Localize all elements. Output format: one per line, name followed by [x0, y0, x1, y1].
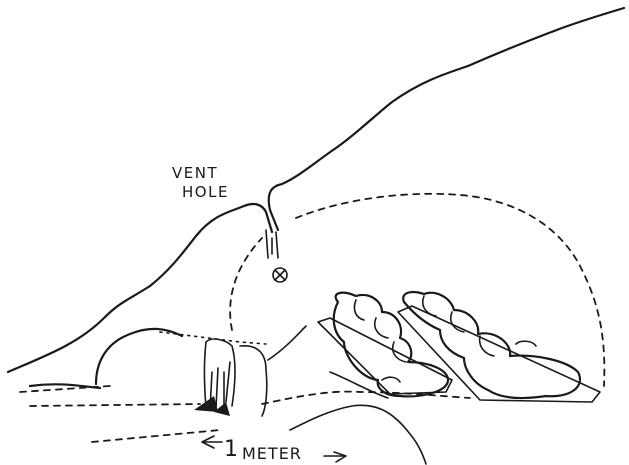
scale-number: 1 — [224, 437, 238, 462]
scale-arrow-right — [324, 452, 346, 462]
platform-edge — [268, 326, 388, 398]
sleeping-bag-2-folds — [423, 296, 536, 356]
scale-arrow-left — [202, 436, 222, 448]
tunnel-arch — [96, 329, 182, 384]
mat-1 — [318, 318, 452, 394]
scale-unit: METER — [242, 444, 302, 463]
floor-line-base — [262, 392, 470, 404]
inner-dome — [230, 194, 604, 386]
floor-step — [290, 405, 426, 464]
vent-hole-label-line1: VENT — [172, 164, 218, 182]
mound-outline-right — [269, 8, 624, 230]
vent-shaft-left — [266, 230, 268, 258]
tunnel-floor — [30, 384, 100, 388]
floor-line-mid — [30, 404, 200, 406]
candle-symbol-cross — [275, 270, 285, 280]
vent-shaft-right — [276, 232, 278, 258]
vent-hole-label-line2: HOLE — [182, 183, 229, 201]
floor-line-low — [92, 430, 220, 442]
mat-2 — [398, 306, 600, 402]
tunnel-top-dotted — [160, 332, 266, 344]
